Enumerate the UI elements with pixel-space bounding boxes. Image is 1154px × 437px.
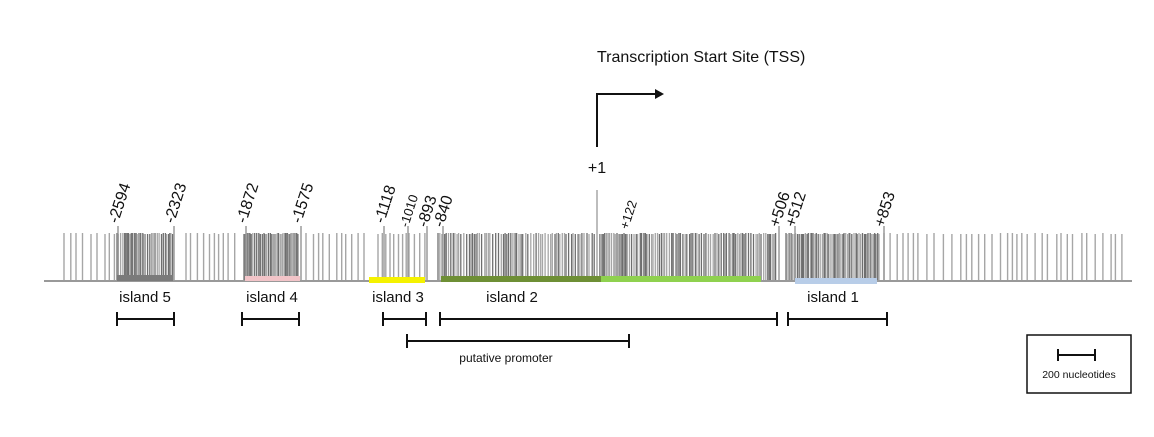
- tss-plus-one: +1: [588, 160, 606, 177]
- island-1-bracket: [787, 312, 888, 326]
- island-5-bracket: [116, 312, 175, 326]
- position-label: +853: [872, 190, 899, 230]
- island-1-bar: [795, 278, 877, 284]
- island-2-bar: [441, 276, 601, 282]
- scale-legend: 200 nucleotides: [1026, 334, 1132, 394]
- island-3-bracket: [382, 312, 427, 326]
- scale-label: 200 nucleotides: [1042, 369, 1116, 381]
- island-2-bracket: [439, 312, 778, 326]
- position-label: -1872: [234, 181, 263, 225]
- island-4-bar: [245, 276, 300, 281]
- island-2-label: island 2: [486, 289, 538, 306]
- position-label: -2323: [162, 181, 191, 225]
- island-5-label: island 5: [119, 289, 171, 306]
- island-3-label: island 3: [372, 289, 424, 306]
- island-4-label: island 4: [246, 289, 298, 306]
- island-1-label: island 1: [807, 289, 859, 306]
- tss-arrow: [596, 89, 664, 147]
- island-2-bar-downstream: [601, 276, 761, 282]
- position-label: -1575: [289, 181, 318, 225]
- position-label: +122: [617, 198, 640, 230]
- island-3-bar: [369, 277, 425, 283]
- position-label: -2594: [106, 181, 135, 225]
- position-label: -1118: [372, 183, 400, 225]
- island-5-bar: [117, 275, 173, 281]
- cpg-site-ticks: [63, 190, 1123, 281]
- island-4-bracket: [241, 312, 300, 326]
- tss-label: Transcription Start Site (TSS): [597, 49, 805, 66]
- promoter-bracket: [406, 334, 630, 348]
- promoter-label: putative promoter: [459, 351, 552, 365]
